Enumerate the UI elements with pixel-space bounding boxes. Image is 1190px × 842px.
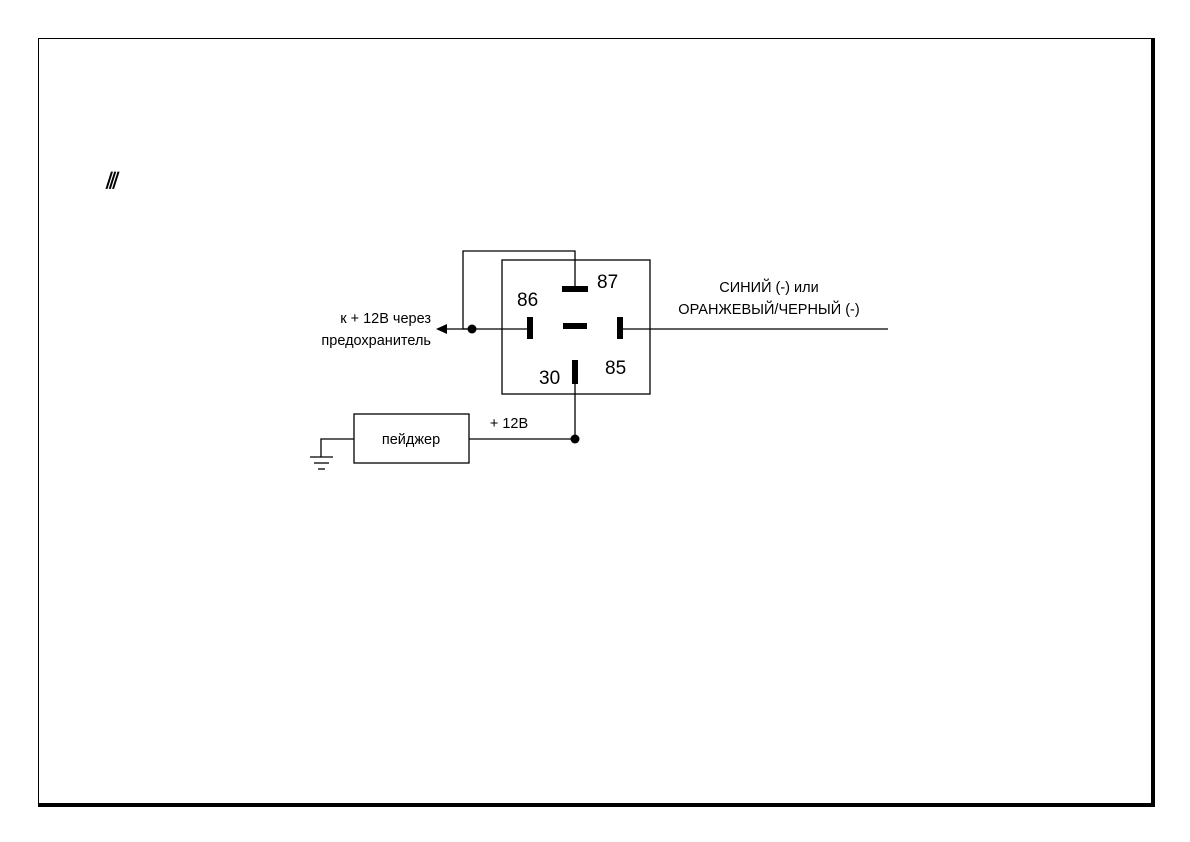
relay-box: [501, 259, 651, 395]
pin-30-contact: [572, 360, 578, 384]
pin-87-label: 87: [597, 272, 618, 293]
pin-85-contact: [617, 317, 623, 339]
ground-wire: [320, 438, 354, 457]
pin-85-label: 85: [605, 358, 626, 379]
page-frame: [38, 38, 1155, 807]
left-junction-dot: [467, 324, 477, 334]
pin-30-label: 30: [539, 368, 560, 389]
plus-12v-label: + 12В: [490, 416, 528, 432]
bottom-junction-dot: [570, 434, 580, 444]
pin-87-contact: [562, 286, 588, 292]
pin-86-contact: [527, 317, 533, 339]
right-label-line1: СИНИЙ (-) или: [719, 278, 818, 296]
corner-symbol-icon: ⫻: [105, 168, 120, 193]
center-contact: [563, 323, 587, 329]
pin-86-label: 86: [517, 290, 538, 311]
pager-label: пейджер: [382, 432, 440, 448]
arrow-left-icon: [436, 324, 447, 334]
left-label-line1: к + 12В через: [340, 311, 431, 327]
left-label-line2: предохранитель: [321, 333, 431, 349]
ground-icon: [310, 456, 333, 470]
right-label-line2: ОРАНЖЕВЫЙ/ЧЕРНЫЙ (-): [678, 300, 859, 318]
